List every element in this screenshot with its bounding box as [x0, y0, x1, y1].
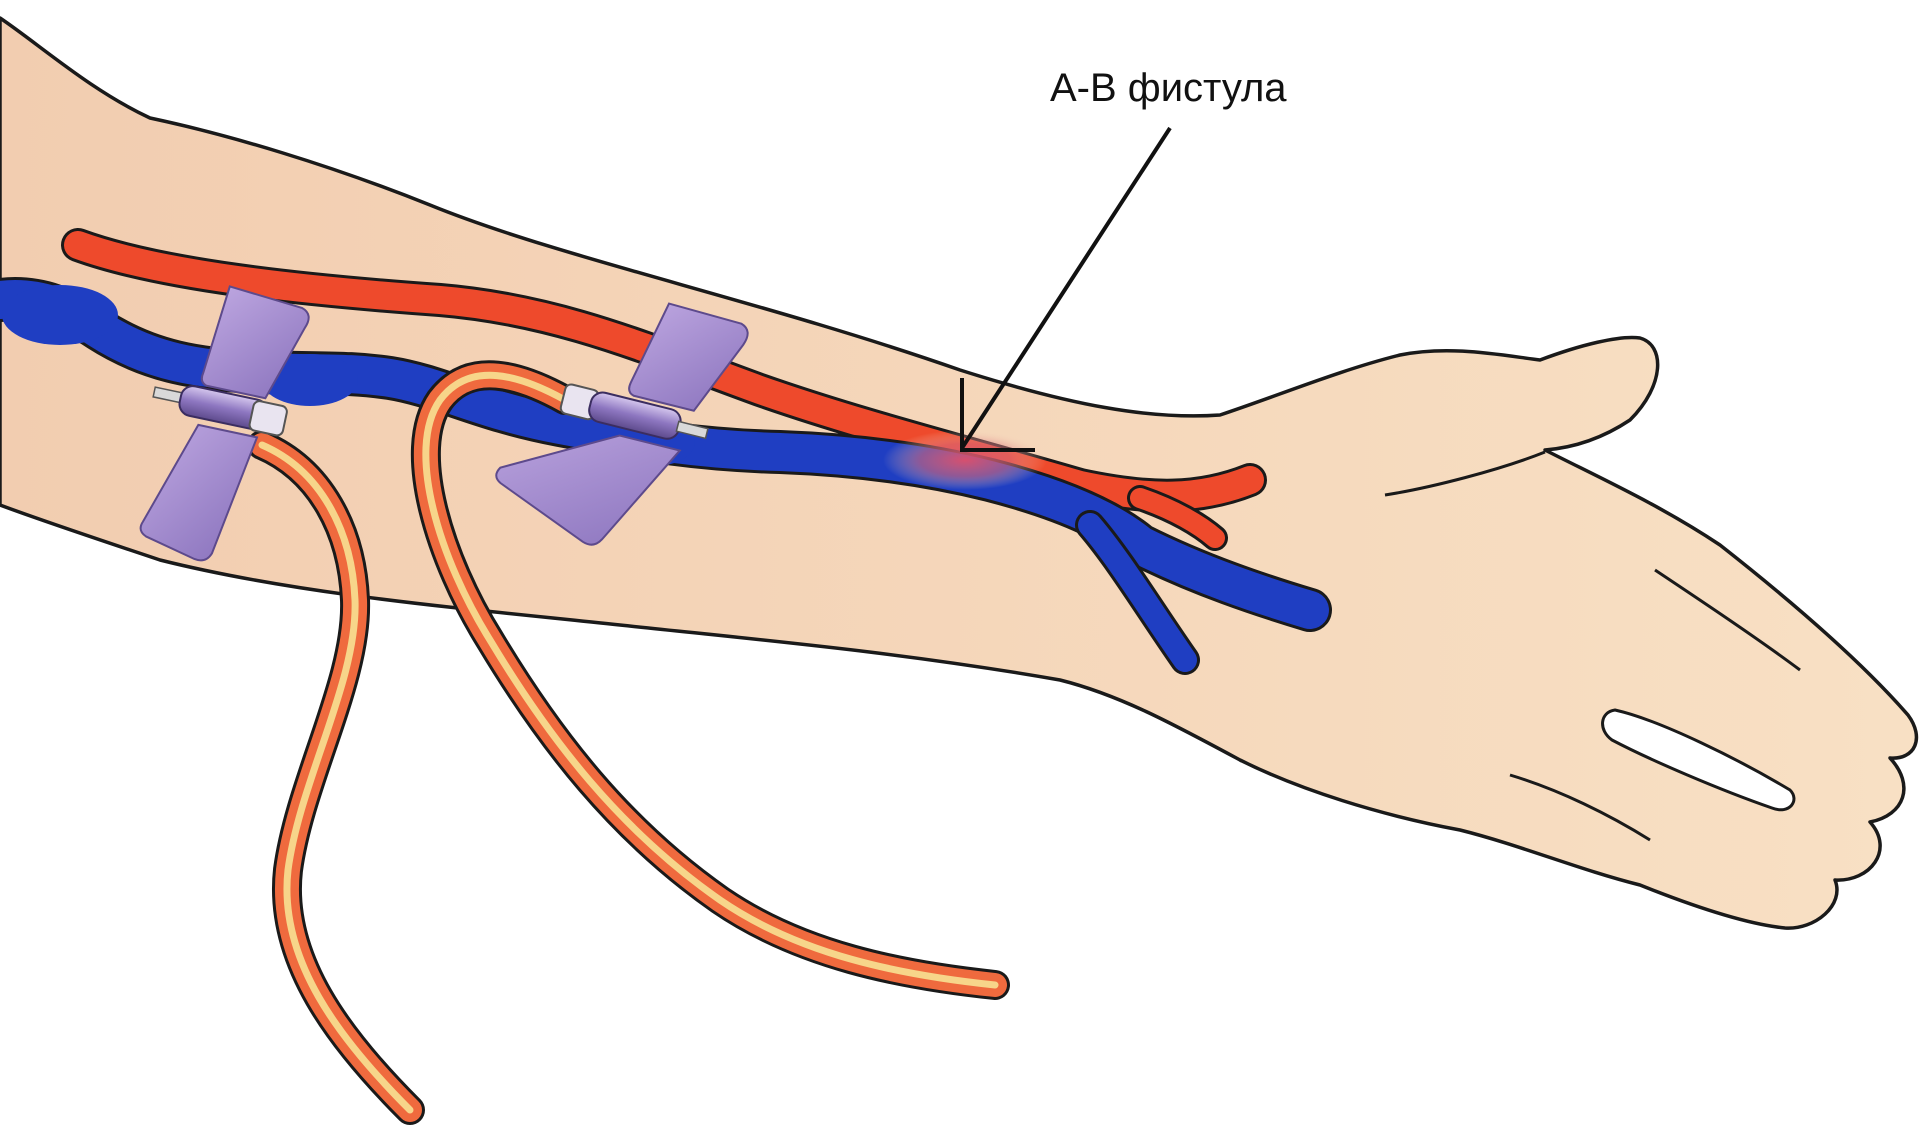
fistula-junction [883, 430, 1047, 490]
vein-bulge-1 [2, 285, 118, 345]
fistula-label: A-B фистула [1050, 66, 1287, 110]
